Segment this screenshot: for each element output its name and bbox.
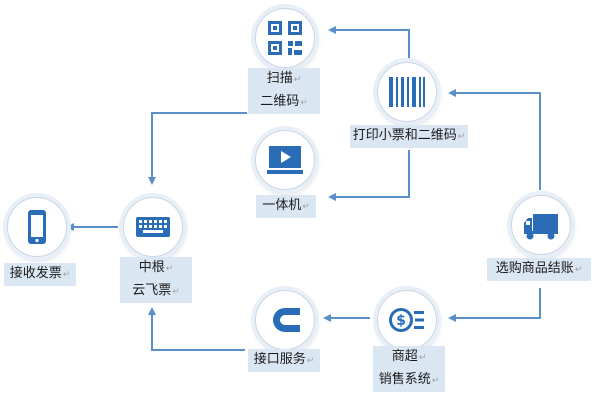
dollar-coin-icon: $ [389, 308, 424, 332]
scan-qr-label: 扫描↵ 二维码↵ [248, 68, 320, 114]
interface-label-line-1: 接口服务↵ [253, 352, 315, 367]
scan-qr-label-line-2: 二维码↵ [260, 94, 308, 109]
zhonggen-label: 中根↵ 云飞票↵ [120, 257, 192, 303]
smartphone-icon [28, 210, 46, 244]
scan-qr-label-line-1: 扫描↵ [266, 71, 302, 86]
magnet-icon [273, 308, 300, 332]
monitor-play-icon [267, 146, 303, 174]
supermarket-label-line-1: 商超↵ [391, 349, 427, 364]
supermarket-label-line-2: 销售系统↵ [378, 372, 440, 387]
interface-label: 接口服务↵ [248, 349, 320, 372]
all-in-one-node [255, 130, 315, 190]
arrow-interface-to-zhonggen [148, 307, 245, 351]
supermarket-node: $ [377, 290, 437, 350]
arrow-scan-to-zhonggen [148, 112, 247, 185]
arrow-checkout-to-print [448, 89, 541, 190]
zhonggen-label-line-1: 中根↵ [138, 260, 174, 275]
print-receipt-node [377, 62, 437, 122]
checkout-node [511, 195, 571, 255]
all-in-one-label-line-1: 一体机↵ [262, 198, 310, 213]
arrow-checkout-to-supermarket [448, 288, 541, 322]
zhonggen-node [123, 197, 183, 257]
arrow-print-to-allinone [328, 150, 410, 201]
mobile-label: 接收发票↵ [4, 263, 76, 286]
print-receipt-label: 打印小票和二维码↵ [350, 125, 468, 148]
checkout-label: 选购商品结账↵ [487, 258, 591, 281]
arrow-print-to-scan [328, 26, 410, 62]
zhonggen-label-line-2: 云飞票↵ [132, 283, 180, 298]
scan-qr-node [255, 8, 315, 68]
delivery-truck-icon [524, 214, 558, 240]
qr-code-icon [268, 21, 302, 55]
barcode-icon [389, 77, 425, 107]
print-receipt-label-line-1: 打印小票和二维码↵ [352, 128, 466, 143]
mobile-node [7, 197, 67, 257]
checkout-label-line-1: 选购商品结账↵ [495, 261, 583, 276]
keyboard-icon [136, 217, 170, 237]
mobile-label-line-1: 接收发票↵ [9, 266, 71, 281]
supermarket-label: 商超↵ 销售系统↵ [373, 346, 445, 392]
all-in-one-label: 一体机↵ [256, 195, 316, 218]
interface-node [255, 290, 315, 350]
svg-text:$: $ [396, 313, 406, 329]
